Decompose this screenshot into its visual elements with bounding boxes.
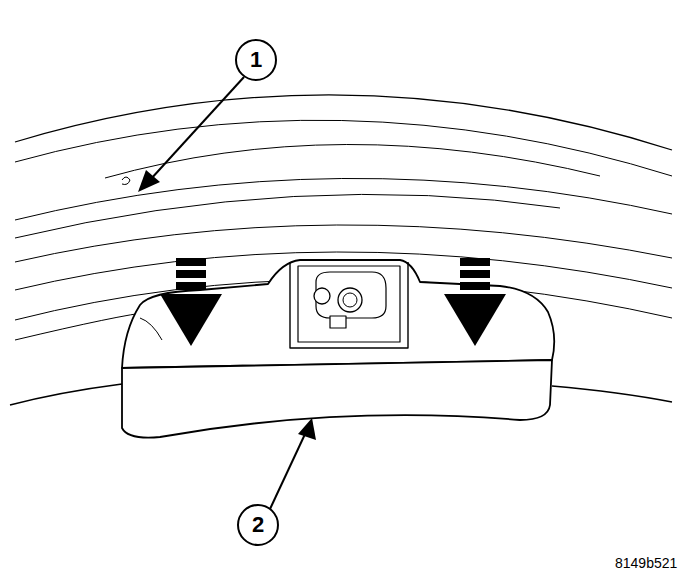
valve-stem <box>338 288 362 312</box>
callout-number: 2 <box>252 514 264 536</box>
leader-arrowhead <box>298 418 316 440</box>
tire-contour <box>15 95 672 150</box>
callout-circle <box>236 40 276 80</box>
sensor-screw <box>314 288 330 304</box>
callout-number: 1 <box>250 49 262 71</box>
tire-contour <box>15 194 560 238</box>
figure-number: 8149b521 <box>615 556 677 570</box>
valve-mark <box>122 177 130 185</box>
callout-circle <box>238 505 278 545</box>
sensor-housing <box>290 262 408 348</box>
sensor-front <box>122 360 552 438</box>
tire-contour <box>15 225 672 262</box>
leader-line <box>150 77 244 180</box>
tire-contour <box>105 144 600 178</box>
sensor-tab <box>330 316 346 328</box>
leader-line <box>270 432 306 509</box>
valve-stem <box>343 293 357 307</box>
leader-arrowhead <box>138 170 160 192</box>
sensor-top <box>122 260 554 368</box>
push-arrow <box>160 258 506 346</box>
tire-contour <box>15 120 672 176</box>
rim-edge <box>10 384 122 405</box>
sensor-edge <box>140 318 162 340</box>
tire-contour <box>15 178 672 220</box>
rim-edge <box>552 386 672 402</box>
sensor-window <box>298 266 400 342</box>
